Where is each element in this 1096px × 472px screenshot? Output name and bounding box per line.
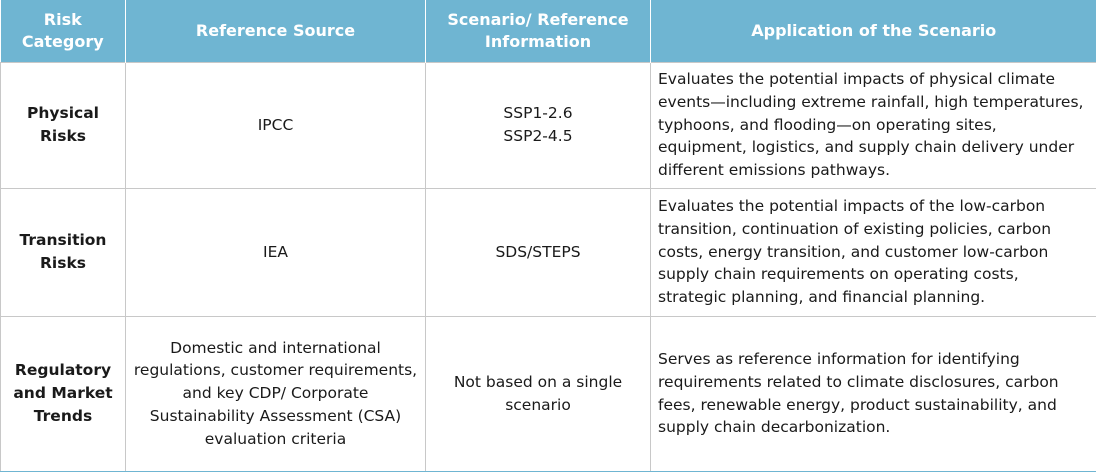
table-header: Risk Category Reference Source Scenario/…	[1, 0, 1096, 62]
scenario-cell: SDS/STEPS	[426, 188, 651, 316]
header-scenario-information: Scenario/ Reference Information	[426, 0, 651, 62]
header-risk-category: Risk Category	[1, 0, 126, 62]
scenario-line: SSP2-4.5	[432, 125, 644, 148]
reference-source-cell: IPCC	[126, 62, 426, 188]
table-row: Regulatory and Market Trends Domestic an…	[1, 316, 1096, 471]
risk-category-cell: Transition Risks	[1, 188, 126, 316]
header-line: Category	[7, 31, 120, 53]
application-cell: Evaluates the potential impacts of the l…	[651, 188, 1096, 316]
header-row: Risk Category Reference Source Scenario/…	[1, 0, 1096, 62]
header-line: Risk	[7, 9, 120, 31]
table-row: Transition Risks IEA SDS/STEPS Evaluates…	[1, 188, 1096, 316]
category-line: Risks	[5, 125, 121, 148]
application-cell: Serves as reference information for iden…	[651, 316, 1096, 471]
scenario-cell: Not based on a single scenario	[426, 316, 651, 471]
header-line: Scenario/ Reference	[432, 9, 644, 31]
scenario-line: SSP1-2.6	[432, 102, 644, 125]
scenario-line: Not based on a single	[432, 371, 644, 394]
header-line: Information	[432, 31, 644, 53]
risk-category-cell: Physical Risks	[1, 62, 126, 188]
category-line: Regulatory	[5, 359, 121, 382]
risk-category-cell: Regulatory and Market Trends	[1, 316, 126, 471]
header-reference-source: Reference Source	[126, 0, 426, 62]
category-line: and Market	[5, 382, 121, 405]
application-cell: Evaluates the potential impacts of physi…	[651, 62, 1096, 188]
header-application: Application of the Scenario	[651, 0, 1096, 62]
category-line: Trends	[5, 405, 121, 428]
reference-source-cell: IEA	[126, 188, 426, 316]
reference-source-cell: Domestic and international regulations, …	[126, 316, 426, 471]
scenario-cell: SSP1-2.6 SSP2-4.5	[426, 62, 651, 188]
table-body: Physical Risks IPCC SSP1-2.6 SSP2-4.5 Ev…	[1, 62, 1096, 471]
scenario-line: SDS/STEPS	[432, 241, 644, 264]
table-row: Physical Risks IPCC SSP1-2.6 SSP2-4.5 Ev…	[1, 62, 1096, 188]
category-line: Transition	[5, 229, 121, 252]
category-line: Physical	[5, 102, 121, 125]
category-line: Risks	[5, 252, 121, 275]
scenario-line: scenario	[432, 394, 644, 417]
